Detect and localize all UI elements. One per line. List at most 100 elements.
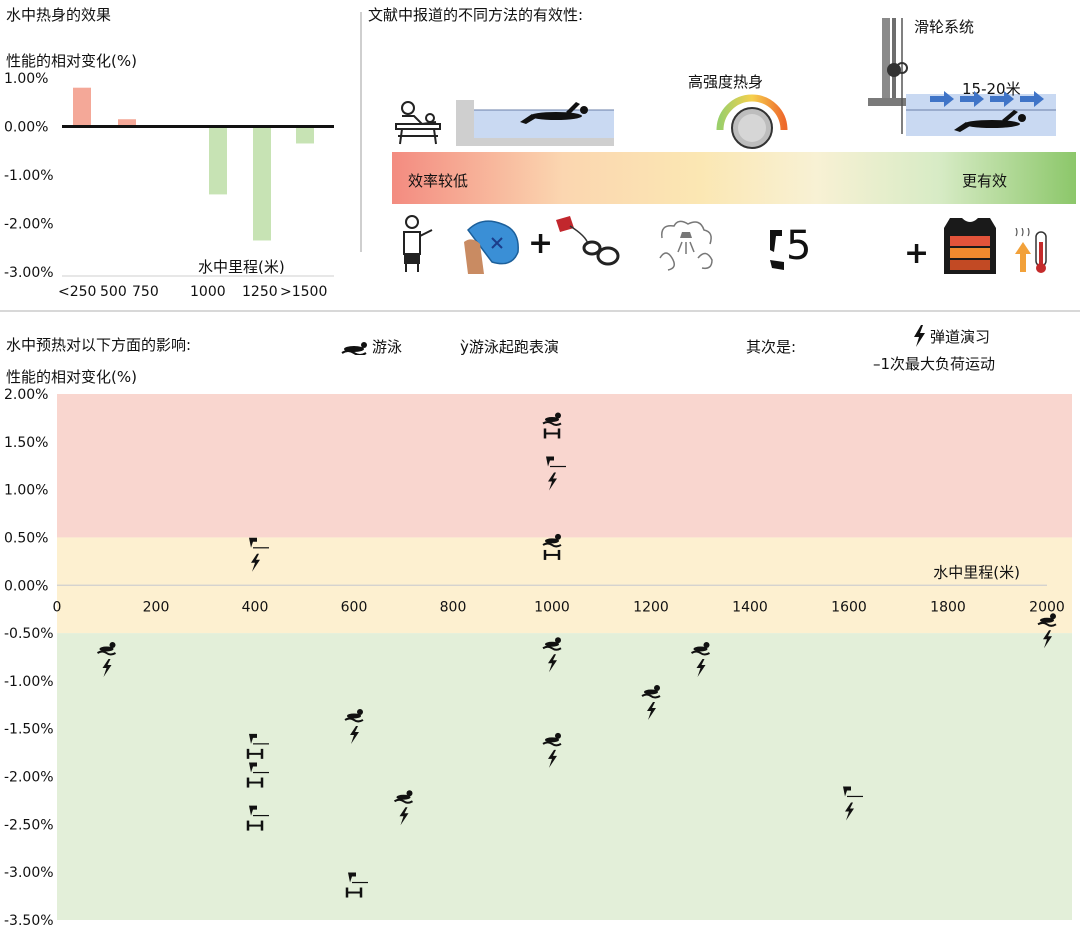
legend-ballistic-label: 弹道演习	[930, 327, 991, 346]
swim-marker-head	[555, 732, 561, 739]
start-marker-body	[249, 762, 257, 773]
swim-marker-body	[545, 538, 559, 544]
bar-ytick-label: -2.00%	[4, 217, 54, 233]
zone-band	[57, 394, 1072, 538]
swim-marker-wave	[393, 798, 414, 804]
high-intensity-label: 高强度热身	[688, 73, 764, 91]
legend-swim-label: 游泳	[372, 338, 403, 356]
swim-marker-wave	[641, 693, 661, 699]
scatter-ytick-label: 1.00%	[4, 483, 48, 499]
legend-secondary-label: 其次是:	[746, 338, 797, 356]
pulley-icon	[868, 18, 1056, 136]
data-point	[96, 642, 117, 677]
swim-marker-head	[109, 642, 116, 648]
zone-band	[57, 633, 1072, 920]
scatter-ytick-label: 0.00%	[4, 578, 48, 594]
swim-marker-icon	[341, 341, 367, 355]
scatter-xtick-label: 800	[440, 599, 467, 615]
swim-marker-head	[357, 708, 363, 715]
pool-swimmer-icon	[456, 100, 614, 146]
legend-start-label: ỳ游泳起跑表演	[460, 338, 559, 356]
data-point	[246, 762, 269, 788]
scatter-ytick-label: -3.00%	[4, 865, 54, 881]
bottom-ylabel: 性能的相对变化(%)	[6, 368, 137, 386]
data-point	[246, 805, 269, 831]
swim-marker-head	[406, 790, 413, 797]
start-marker-body	[546, 456, 554, 467]
top-left-title: 水中热身的效果	[6, 6, 112, 24]
ballistic-marker	[647, 702, 656, 721]
data-point	[249, 537, 269, 572]
hand-paddles-icon	[464, 220, 519, 274]
horizontal-divider	[0, 310, 1080, 312]
swim-marker-wave	[542, 741, 562, 747]
scatter-xtick-label: 1200	[633, 599, 669, 615]
swim-marker-body	[545, 737, 559, 743]
ballistic-marker	[548, 472, 557, 491]
data-point	[345, 872, 368, 898]
data-point	[843, 786, 863, 821]
bar	[73, 87, 91, 127]
bar	[296, 126, 314, 144]
data-point	[246, 733, 269, 759]
start-marker-body	[249, 805, 257, 816]
scatter-xtick-label: 600	[341, 599, 368, 615]
stretching-icon	[403, 215, 433, 272]
ballistic-marker	[350, 725, 359, 744]
swim-marker-body	[545, 416, 559, 422]
plus-icon-2: +	[904, 236, 930, 271]
swim-marker-head	[555, 637, 561, 644]
thermometer-icon	[1015, 228, 1047, 273]
data-point	[690, 642, 711, 677]
legend-1rm-label: –1次最大负荷运动	[873, 355, 996, 373]
ballistic-marker	[696, 659, 706, 677]
scatter-ytick-label: -0.50%	[4, 626, 54, 642]
bar-ytick-label: -3.00%	[4, 265, 54, 281]
bar-ytick-label: 1.00%	[4, 71, 48, 87]
scatter-ytick-label: -2.50%	[4, 817, 54, 833]
ballistic-marker	[548, 654, 557, 673]
data-point	[542, 732, 562, 768]
more-effective-label: 更有效	[962, 172, 1008, 190]
swim-marker-wave	[542, 542, 562, 548]
swim-marker-body	[396, 794, 411, 800]
swim-marker-body	[99, 646, 114, 652]
scatter-xtick-label: 0	[53, 599, 62, 615]
plus-icon: +	[528, 226, 554, 261]
data-point	[344, 708, 364, 744]
scatter-xtick-label: 1600	[831, 599, 867, 615]
legend-swim: 游泳	[340, 336, 402, 357]
shower-icon	[659, 220, 713, 271]
ballistic-icon	[914, 325, 925, 347]
bar-xtick-label: 1000	[190, 284, 226, 300]
bar-xtick-label: 750	[132, 284, 159, 300]
swim-marker-wave	[690, 650, 711, 656]
swim-marker-wave	[96, 650, 117, 656]
pulley-label: 滑轮系统	[914, 18, 975, 36]
data-point	[1037, 613, 1057, 649]
ballistic-marker	[399, 807, 409, 826]
scatter-xtick-label: 1400	[732, 599, 768, 615]
effectiveness-gradient-bar	[392, 152, 1076, 204]
start-marker-body	[348, 872, 356, 883]
heated-vest-icon	[944, 218, 996, 274]
data-point	[542, 533, 562, 560]
start-marker-body	[249, 733, 257, 744]
ballistic-marker	[845, 802, 854, 821]
scatter-chart: 2.00%1.50%1.00%0.50%0.00%-0.50%-1.00%-1.…	[4, 387, 1072, 928]
countdown-icon	[770, 230, 784, 270]
swim-marker-wave	[542, 420, 562, 426]
scatter-ytick-label: -3.50%	[4, 913, 54, 928]
massage-table-icon	[395, 101, 441, 145]
swim-marker-head	[1050, 613, 1056, 620]
arrow-icon	[930, 91, 1044, 107]
swim-marker-body	[545, 641, 559, 647]
vertical-divider	[360, 12, 362, 252]
scatter-xtick-label: 200	[143, 599, 170, 615]
swim-marker-head	[555, 533, 561, 540]
swim-marker-wave	[1037, 621, 1057, 627]
scatter-ytick-label: -1.00%	[4, 674, 54, 690]
scatter-xtick-label: 1000	[534, 599, 570, 615]
ballistic-marker	[548, 749, 557, 768]
